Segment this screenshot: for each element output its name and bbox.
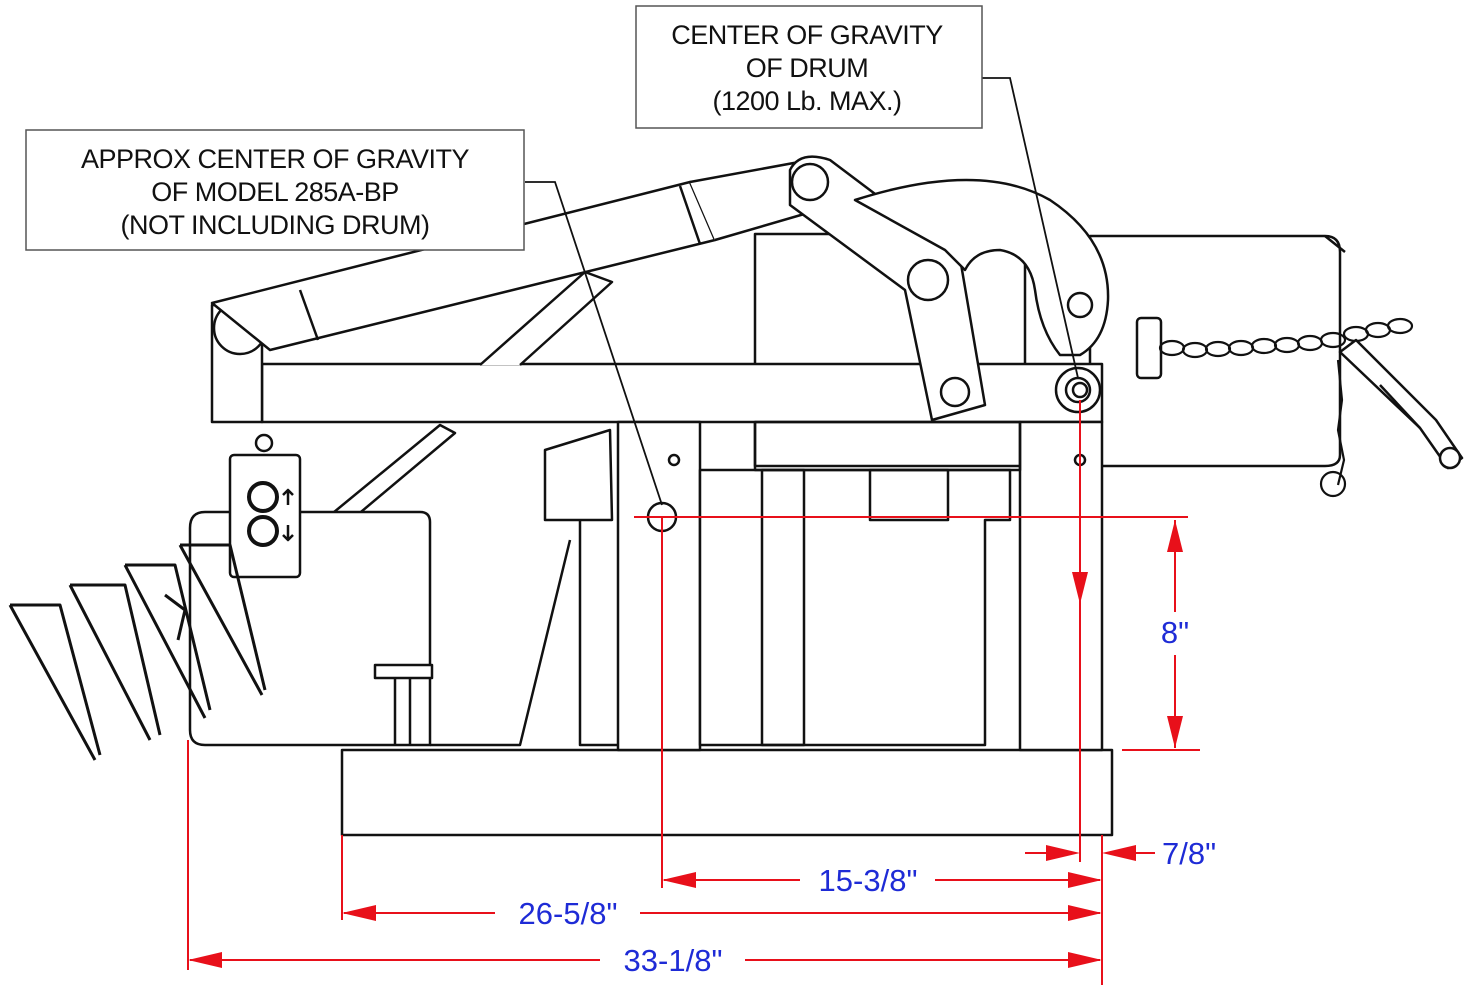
model-cg-leader [525, 181, 663, 506]
drum-body [698, 420, 1022, 747]
dimension-arrowheads [188, 520, 1183, 968]
dim-base-length-label: 26-5/8" [519, 896, 618, 931]
control-box [228, 433, 302, 579]
drum-cg-line3: (1200 Lb. MAX.) [712, 86, 901, 116]
drum-cg-marker [1071, 381, 1089, 399]
left-bracket [430, 428, 618, 747]
coiled-hose [8, 543, 267, 761]
model-cg-line3: (NOT INCLUDING DRUM) [121, 210, 430, 240]
diagonal-brace [479, 270, 614, 366]
model-cg-line1: APPROX CENTER OF GRAVITY [81, 144, 470, 174]
front-pivot [1054, 366, 1102, 414]
dim-overall-length-label: 33-1/8" [624, 943, 723, 978]
dim-height-label: 8" [1161, 615, 1189, 650]
callout-drum-cg: CENTER OF GRAVITY OF DRUM (1200 Lb. MAX.… [635, 5, 983, 129]
model-cg-line2: OF MODEL 285A-BP [151, 177, 399, 207]
drum-cg-line1: CENTER OF GRAVITY [671, 20, 943, 50]
dim-cg-to-end-label: 15-3/8" [819, 863, 918, 898]
machine-outline [8, 155, 1464, 837]
drum-cg-leader [982, 77, 1079, 379]
leader-lines [525, 77, 1079, 506]
drum-cg-line2: OF DRUM [746, 53, 868, 83]
handle [1338, 338, 1464, 470]
dimension-labels: 8" 7/8" 15-3/8" 26-5/8" 33-1/8" [519, 615, 1217, 978]
lifting-linkage [788, 155, 987, 422]
dim-offset-label: 7/8" [1162, 836, 1216, 871]
base-plate [340, 748, 1114, 837]
hydraulic-cylinder [210, 158, 820, 352]
drum-clamp-hook [853, 178, 1110, 357]
frame-uprights [616, 420, 1104, 752]
dimension-lines [187, 400, 1200, 985]
callout-model-cg: APPROX CENTER OF GRAVITY OF MODEL 285A-B… [25, 129, 525, 251]
